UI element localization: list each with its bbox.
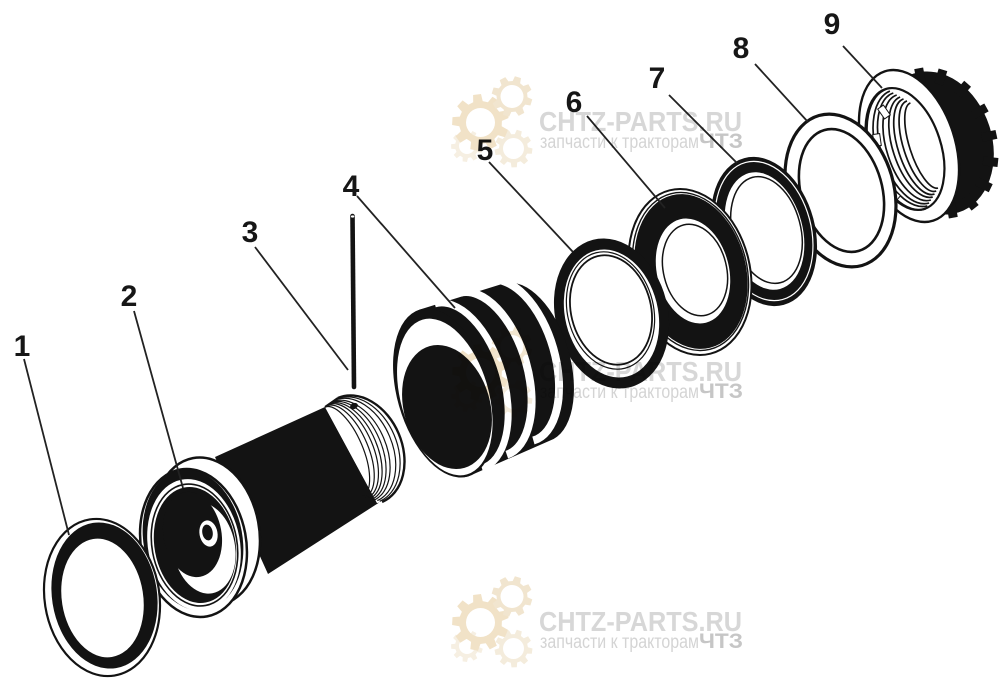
- svg-text:запчасти к тракторам: запчасти к тракторам: [540, 632, 699, 653]
- svg-text:CHTZ-PARTS.RU: CHTZ-PARTS.RU: [539, 606, 742, 637]
- svg-text:1: 1: [14, 330, 31, 363]
- svg-text:запчасти к тракторам: запчасти к тракторам: [540, 382, 699, 403]
- svg-text:CHTZ-PARTS.RU: CHTZ-PARTS.RU: [539, 106, 742, 137]
- svg-text:ЧТЗ: ЧТЗ: [699, 129, 743, 153]
- svg-text:4: 4: [343, 170, 360, 203]
- svg-text:ЧТЗ: ЧТЗ: [699, 379, 743, 403]
- svg-text:9: 9: [824, 8, 841, 41]
- svg-text:запчасти к тракторам: запчасти к тракторам: [540, 132, 699, 153]
- svg-text:8: 8: [733, 32, 750, 65]
- svg-text:6: 6: [566, 86, 583, 119]
- svg-text:ЧТЗ: ЧТЗ: [699, 629, 743, 653]
- svg-text:CHTZ-PARTS.RU: CHTZ-PARTS.RU: [539, 356, 742, 387]
- svg-text:7: 7: [649, 62, 666, 95]
- svg-text:3: 3: [242, 216, 259, 249]
- svg-text:2: 2: [121, 280, 138, 313]
